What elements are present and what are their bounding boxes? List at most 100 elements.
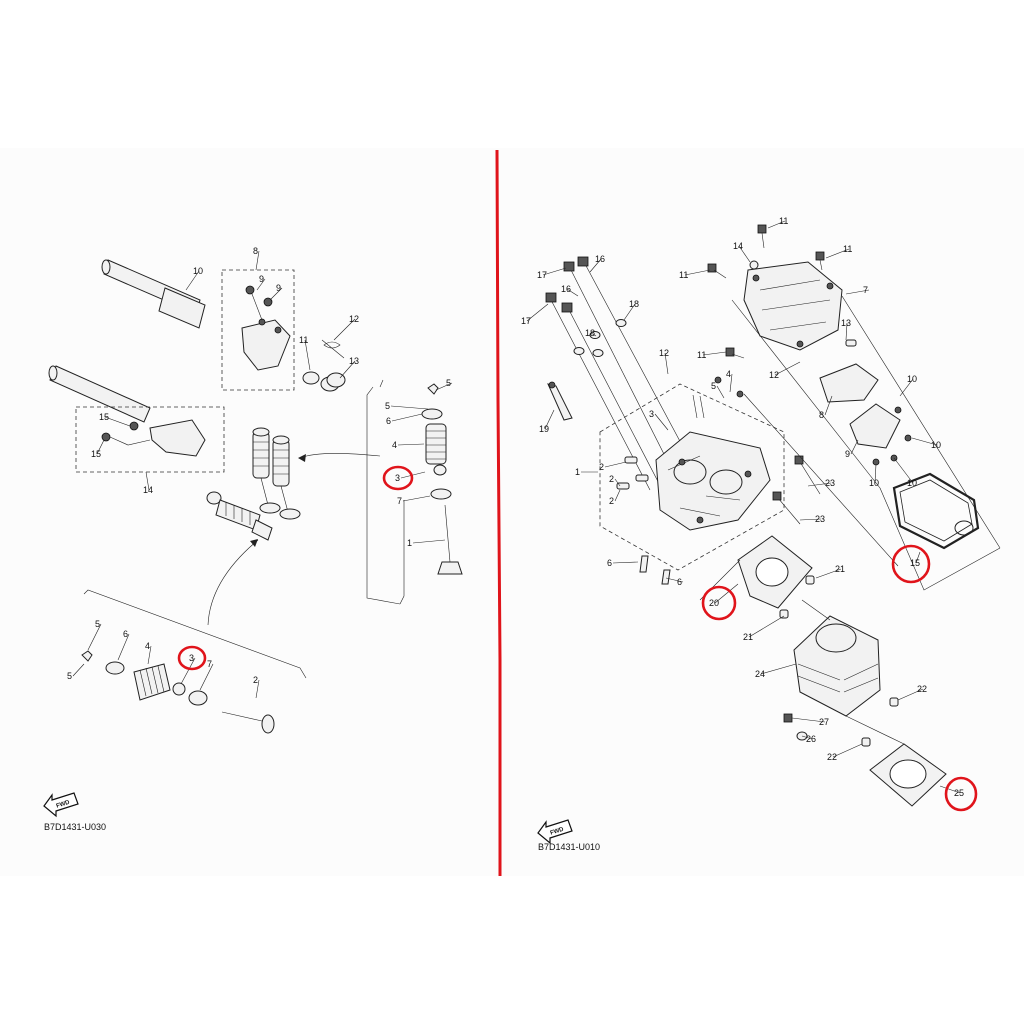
right-callout-label: 19 bbox=[539, 424, 549, 434]
right-leader-line bbox=[899, 378, 914, 397]
left-callout-label: 9 bbox=[276, 283, 281, 293]
arrow-head bbox=[298, 454, 306, 462]
right-callout-label: 10 bbox=[931, 440, 941, 450]
left-leader-line bbox=[199, 663, 214, 691]
right-leader-line bbox=[623, 303, 636, 321]
right-callout-label: 16 bbox=[595, 254, 605, 264]
spring-seat bbox=[430, 488, 452, 500]
left-callout-label: 14 bbox=[143, 485, 153, 495]
highlight-circle bbox=[891, 544, 931, 584]
right-leader-line bbox=[684, 269, 711, 276]
svg-text:FWD: FWD bbox=[56, 800, 71, 810]
red-divider-line bbox=[495, 149, 502, 876]
collar bbox=[320, 372, 346, 392]
right-leader-line bbox=[825, 248, 850, 259]
highlight-circle bbox=[944, 776, 978, 812]
arrow-to-lower-valves bbox=[207, 539, 259, 626]
right-callout-label: 20 bbox=[709, 598, 719, 608]
left-leader-line bbox=[255, 250, 260, 271]
left-callout-label: 6 bbox=[386, 416, 391, 426]
left-callout-label: 7 bbox=[207, 659, 212, 669]
valve-spring bbox=[425, 423, 447, 465]
parts-sheet bbox=[0, 148, 1024, 876]
right-leader-line bbox=[774, 361, 801, 376]
left-callout-label: 1 bbox=[407, 538, 412, 548]
fwd-arrow-icon: FWD bbox=[43, 792, 79, 818]
right-leader-line bbox=[801, 735, 813, 740]
left-leader-line bbox=[339, 360, 356, 379]
grommet-14 bbox=[749, 260, 759, 270]
valve-assembly-lower bbox=[206, 491, 273, 541]
right-callout-label: 21 bbox=[835, 564, 845, 574]
left-callout-label: 4 bbox=[392, 440, 397, 450]
right-leader-line bbox=[939, 785, 961, 794]
cotter-lower bbox=[81, 650, 93, 662]
left-callout-label: 5 bbox=[67, 671, 72, 681]
left-callout-label: 3 bbox=[189, 653, 194, 663]
right-leader-line bbox=[897, 688, 924, 701]
right-callout-label: 12 bbox=[659, 348, 669, 358]
right-callout-label: 7 bbox=[863, 285, 868, 295]
right-leader-line bbox=[526, 303, 549, 322]
head-gasket bbox=[737, 535, 813, 609]
svg-text:FWD: FWD bbox=[550, 827, 565, 837]
right-callout-label: 2 bbox=[609, 474, 614, 484]
left-callout-label: 6 bbox=[123, 629, 128, 639]
bracket-right-edge bbox=[379, 379, 405, 605]
right-leader-line bbox=[604, 461, 627, 468]
right-leader-line bbox=[911, 437, 938, 446]
right-callout-label: 6 bbox=[607, 558, 612, 568]
valve-assembly-upper bbox=[252, 427, 301, 520]
right-callout-label: 15 bbox=[910, 558, 920, 568]
spark-plug bbox=[547, 381, 573, 421]
diagram-code-right: B7D1431-U010 bbox=[538, 842, 600, 852]
right-callout-label: 24 bbox=[755, 669, 765, 679]
left-leader-line bbox=[117, 633, 130, 661]
left-callout-label: 5 bbox=[446, 378, 451, 388]
right-leader-line bbox=[729, 373, 733, 393]
right-callout-label: 23 bbox=[825, 478, 835, 488]
left-leader-line bbox=[333, 318, 356, 341]
arrow-head bbox=[250, 539, 258, 547]
fwd-arrow-icon: FWD bbox=[537, 819, 573, 845]
right-callout-label: 13 bbox=[841, 318, 851, 328]
left-leader-line bbox=[72, 663, 85, 677]
highlight-circle bbox=[382, 465, 414, 491]
left-callout-label: 5 bbox=[385, 401, 390, 411]
cylinder-head-cover bbox=[743, 261, 843, 351]
right-callout-label: 10 bbox=[907, 478, 917, 488]
cylinder-head bbox=[655, 431, 771, 531]
bracket-right bbox=[366, 386, 401, 605]
right-callout-label: 11 bbox=[679, 270, 688, 280]
right-leader-line bbox=[850, 439, 859, 455]
left-leader-line bbox=[96, 439, 105, 455]
studs-6 bbox=[639, 555, 671, 585]
left-leader-line bbox=[269, 287, 283, 301]
left-callout-label: 8 bbox=[253, 246, 258, 256]
right-callout-label: 10 bbox=[869, 478, 879, 488]
rocker-shaft-lower bbox=[48, 365, 151, 423]
cylinder-block bbox=[793, 615, 881, 717]
right-callout-label: 22 bbox=[917, 684, 927, 694]
right-leader-line bbox=[702, 351, 727, 356]
right-callout-label: 6 bbox=[677, 577, 682, 587]
left-leader-line bbox=[87, 623, 102, 651]
right-callout-label: 21 bbox=[743, 632, 753, 642]
right-leader-line bbox=[665, 577, 684, 583]
left-leader-line bbox=[180, 657, 196, 685]
left-callout-label: 10 bbox=[193, 266, 203, 276]
washers-18 bbox=[573, 319, 627, 357]
right-leader-line bbox=[614, 489, 621, 502]
assembly-guide-lines bbox=[731, 295, 1001, 591]
right-callout-label: 14 bbox=[733, 241, 743, 251]
left-callout-label: 3 bbox=[395, 473, 400, 483]
left-leader-line bbox=[255, 679, 260, 699]
right-callout-label: 18 bbox=[585, 328, 595, 338]
bolt-27-washer-26 bbox=[783, 713, 808, 741]
right-leader-line bbox=[832, 743, 863, 758]
right-callout-label: 17 bbox=[521, 316, 531, 326]
right-callout-label: 5 bbox=[711, 381, 716, 391]
left-callout-label: 13 bbox=[349, 356, 359, 366]
left-callout-label: 11 bbox=[299, 335, 308, 345]
